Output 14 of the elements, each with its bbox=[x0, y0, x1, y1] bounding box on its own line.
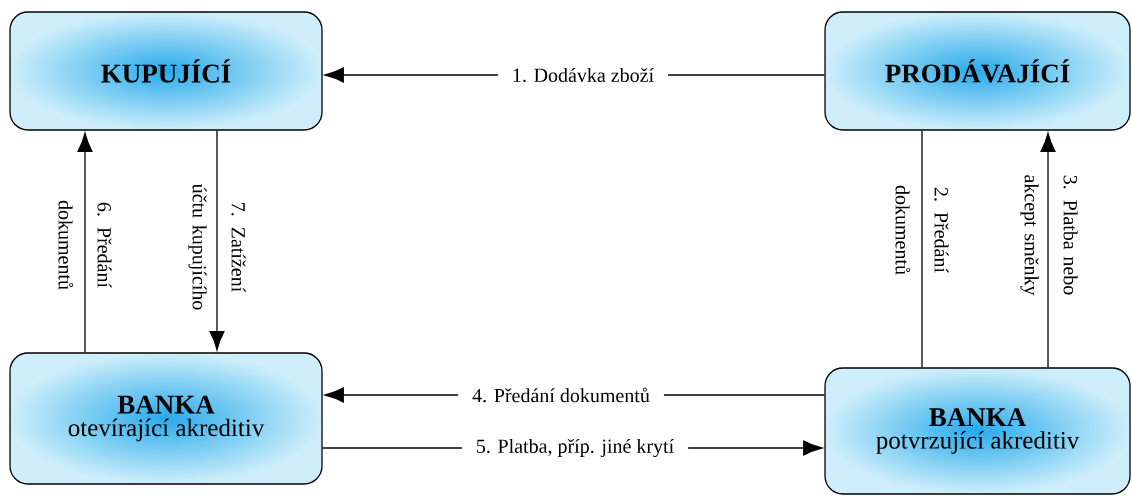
edge-label: 2. Předání dokumentů bbox=[895, 185, 949, 275]
edge-label: 4. Předání dokumentů bbox=[458, 385, 664, 405]
party-box: PRODÁVAJÍCÍ bbox=[824, 11, 1131, 131]
arrow bbox=[77, 132, 93, 353]
arrow bbox=[209, 130, 225, 351]
arrow bbox=[1040, 132, 1056, 368]
party-box: KUPUJÍCÍ bbox=[9, 11, 323, 131]
party-box: BANKA potvrzující akreditiv bbox=[824, 367, 1131, 495]
edge-label: 7. Zatížení účtu kupujícího bbox=[188, 183, 246, 310]
edge-label: 3. Platba nebo akcept směnky bbox=[1020, 175, 1078, 296]
edge-label: 1. Dodávka zboží bbox=[497, 65, 669, 85]
edge-label: 5. Platba, příp. jiné krytí bbox=[461, 436, 689, 460]
party-box: BANKA otevírající akreditiv bbox=[9, 352, 323, 485]
edge-label: 6. Předání dokumentů bbox=[58, 200, 112, 290]
